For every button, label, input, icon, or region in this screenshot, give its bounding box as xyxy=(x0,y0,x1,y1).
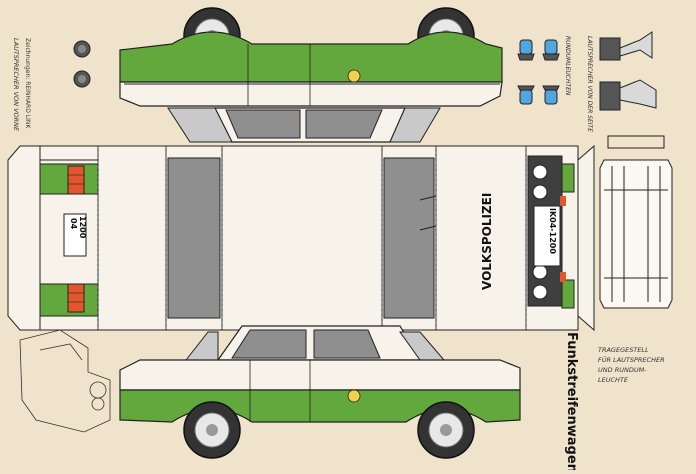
rack-caption-4: LEUCHTE xyxy=(598,376,629,384)
speaker-caption: LAUTSPRECHER VON DER SEITE xyxy=(586,36,593,132)
speaker-front-center-icon xyxy=(78,45,86,53)
wiper-icon-2 xyxy=(419,225,437,231)
assembly-sketch xyxy=(19,329,111,433)
roof-rack-icon xyxy=(599,159,673,309)
headlight-icon xyxy=(532,164,548,180)
body-strip: 04 1200 VOLKSPOLIZEI IK04-1200 xyxy=(7,144,595,332)
headlight-icon-4 xyxy=(532,284,548,300)
speaker-side-parts: LAUTSPRECHER VON DER SEITE xyxy=(586,31,657,132)
rack-caption-3: UND RUNDUM- xyxy=(598,366,647,374)
sheet-title: Funkstreifenwagen xyxy=(564,332,579,470)
window-icon-3 xyxy=(231,329,307,359)
beacon-parts: RUNDUMLEUCHTEN xyxy=(517,36,571,105)
credit-line-2: Zeichnungen: REINHARD LINK xyxy=(24,38,31,129)
headlight-icon-3 xyxy=(532,264,548,280)
front-license-plate xyxy=(533,205,561,267)
beacon-caption: RUNDUMLEUCHTEN xyxy=(564,36,571,96)
rear-plate-line2: 1200 xyxy=(78,216,87,239)
rack-part: TRAGEGESTELL FÜR LAUTSPRECHER UND RUNDUM… xyxy=(598,135,673,384)
police-emblem-icon xyxy=(347,69,361,83)
headlight-icon-2 xyxy=(532,184,548,200)
beacon-light-icon-2 xyxy=(519,89,533,105)
rear-light-icon xyxy=(67,165,85,195)
front-plate-text: IK04-1200 xyxy=(548,208,557,254)
police-emblem-icon-2 xyxy=(347,389,361,403)
hood-panel xyxy=(435,145,527,331)
rear-plate-line1: 04 xyxy=(69,218,78,230)
body-green-lower-view xyxy=(119,389,521,423)
speaker-front-parts xyxy=(73,40,91,88)
wiper-icon xyxy=(419,195,437,201)
car-side-bottom xyxy=(119,325,521,459)
trunk-panel xyxy=(97,145,167,331)
rear-light-icon-2 xyxy=(67,283,85,313)
credits-block: LAUTSPRECHER VON VORNE Zeichnungen: REIN… xyxy=(12,38,31,132)
credit-line-1: LAUTSPRECHER VON VORNE xyxy=(12,38,20,132)
roof-lettering: VOLKSPOLIZEI xyxy=(480,193,494,290)
body-white-upper xyxy=(119,81,503,107)
glue-tab xyxy=(7,145,41,331)
window-icon-2 xyxy=(305,109,383,139)
rear-window-icon xyxy=(167,157,221,319)
body-green-lower xyxy=(119,31,503,83)
rear-license-plate xyxy=(63,213,87,257)
beacon-light-icon xyxy=(519,39,533,55)
glue-tab-2 xyxy=(577,144,595,332)
body-white-lower-view xyxy=(119,359,521,391)
speaker-front-center-icon-2 xyxy=(78,75,86,83)
rack-caption-1: TRAGEGESTELL xyxy=(598,346,649,354)
rack-assembly-sketch-icon xyxy=(19,329,111,433)
window-icon xyxy=(225,109,301,139)
windshield-icon xyxy=(383,157,435,319)
roof-panel xyxy=(221,145,383,331)
rack-caption-2: FÜR LAUTSPRECHER xyxy=(598,355,665,364)
window-icon-4 xyxy=(313,329,381,359)
car-side-top xyxy=(119,7,503,143)
indicator-icon xyxy=(560,196,566,206)
indicator-icon-2 xyxy=(560,272,566,282)
